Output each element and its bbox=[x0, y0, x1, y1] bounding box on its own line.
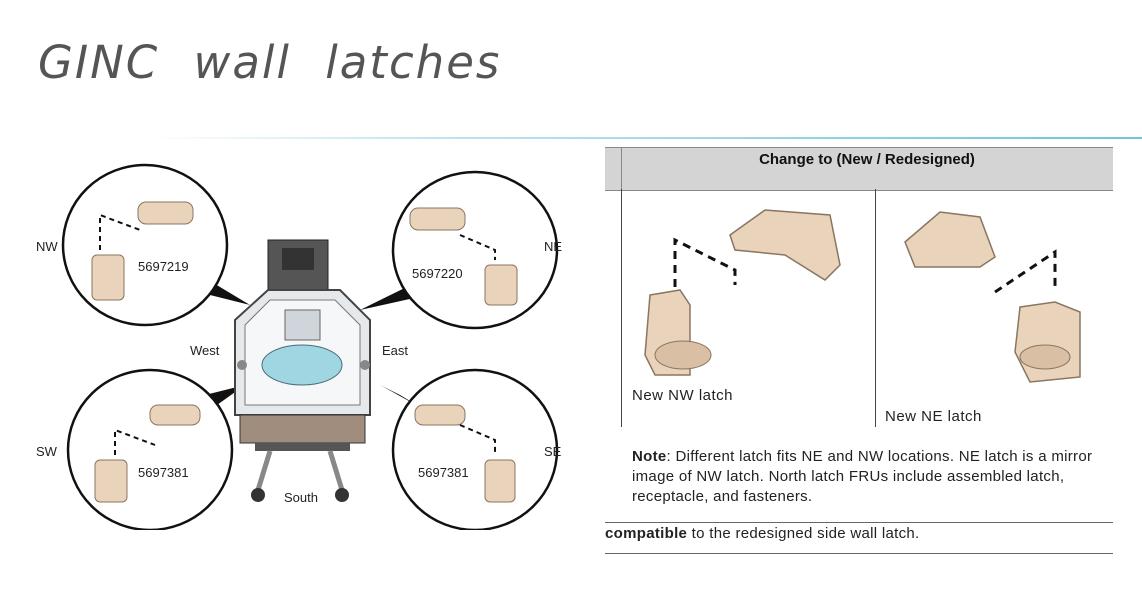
row-divider-bottom bbox=[605, 553, 1113, 554]
position-label-nw: NW bbox=[36, 239, 58, 254]
position-label-west: West bbox=[190, 343, 220, 358]
position-label-se: SE bbox=[544, 444, 562, 459]
part-number-ne: 5697220 bbox=[412, 266, 463, 281]
column-divider-left bbox=[621, 189, 622, 427]
position-label-east: East bbox=[382, 343, 409, 358]
incubator-latch-diagram: NW NE SW SE West East South 5697219 5697… bbox=[30, 160, 590, 532]
part-number-se: 5697381 bbox=[418, 465, 469, 480]
part-number-nw: 5697219 bbox=[138, 259, 189, 274]
position-label-ne: NE bbox=[544, 239, 563, 254]
new-ne-latch-image bbox=[904, 211, 1081, 383]
new-ne-latch-caption: New NE latch bbox=[885, 408, 982, 425]
row-divider-top bbox=[605, 522, 1113, 523]
compatibility-text: compatible to the redesigned side wall l… bbox=[605, 525, 920, 542]
position-label-south: South bbox=[284, 490, 318, 505]
sw-latch-callout bbox=[66, 368, 234, 532]
new-nw-latch-image bbox=[644, 209, 841, 376]
nw-latch-callout bbox=[61, 163, 229, 327]
compat-bold: compatible bbox=[605, 525, 688, 542]
column-divider-middle bbox=[875, 189, 876, 427]
latch-note: Note: Different latch fits NE and NW loc… bbox=[632, 447, 1102, 507]
new-nw-latch-caption: New NW latch bbox=[632, 387, 734, 404]
ne-latch-callout bbox=[391, 170, 559, 330]
incubator-illustration bbox=[234, 239, 371, 502]
slide-title: GINC wall latches bbox=[38, 36, 502, 89]
incubator-diagram-graphic bbox=[61, 163, 559, 532]
note-label: Note bbox=[632, 448, 667, 465]
se-latch-callout bbox=[391, 368, 559, 532]
change-table: Change to (New / Redesigned) New NW latc… bbox=[605, 147, 1113, 555]
position-label-sw: SW bbox=[36, 444, 57, 459]
part-number-sw: 5697381 bbox=[138, 465, 189, 480]
title-divider bbox=[150, 137, 1142, 139]
table-header-label: Change to (New / Redesigned) bbox=[759, 151, 975, 168]
compat-rest: to the redesigned side wall latch. bbox=[687, 525, 920, 542]
note-text: : Different latch fits NE and NW locatio… bbox=[632, 448, 1093, 505]
table-header: Change to (New / Redesigned) bbox=[605, 147, 1113, 191]
